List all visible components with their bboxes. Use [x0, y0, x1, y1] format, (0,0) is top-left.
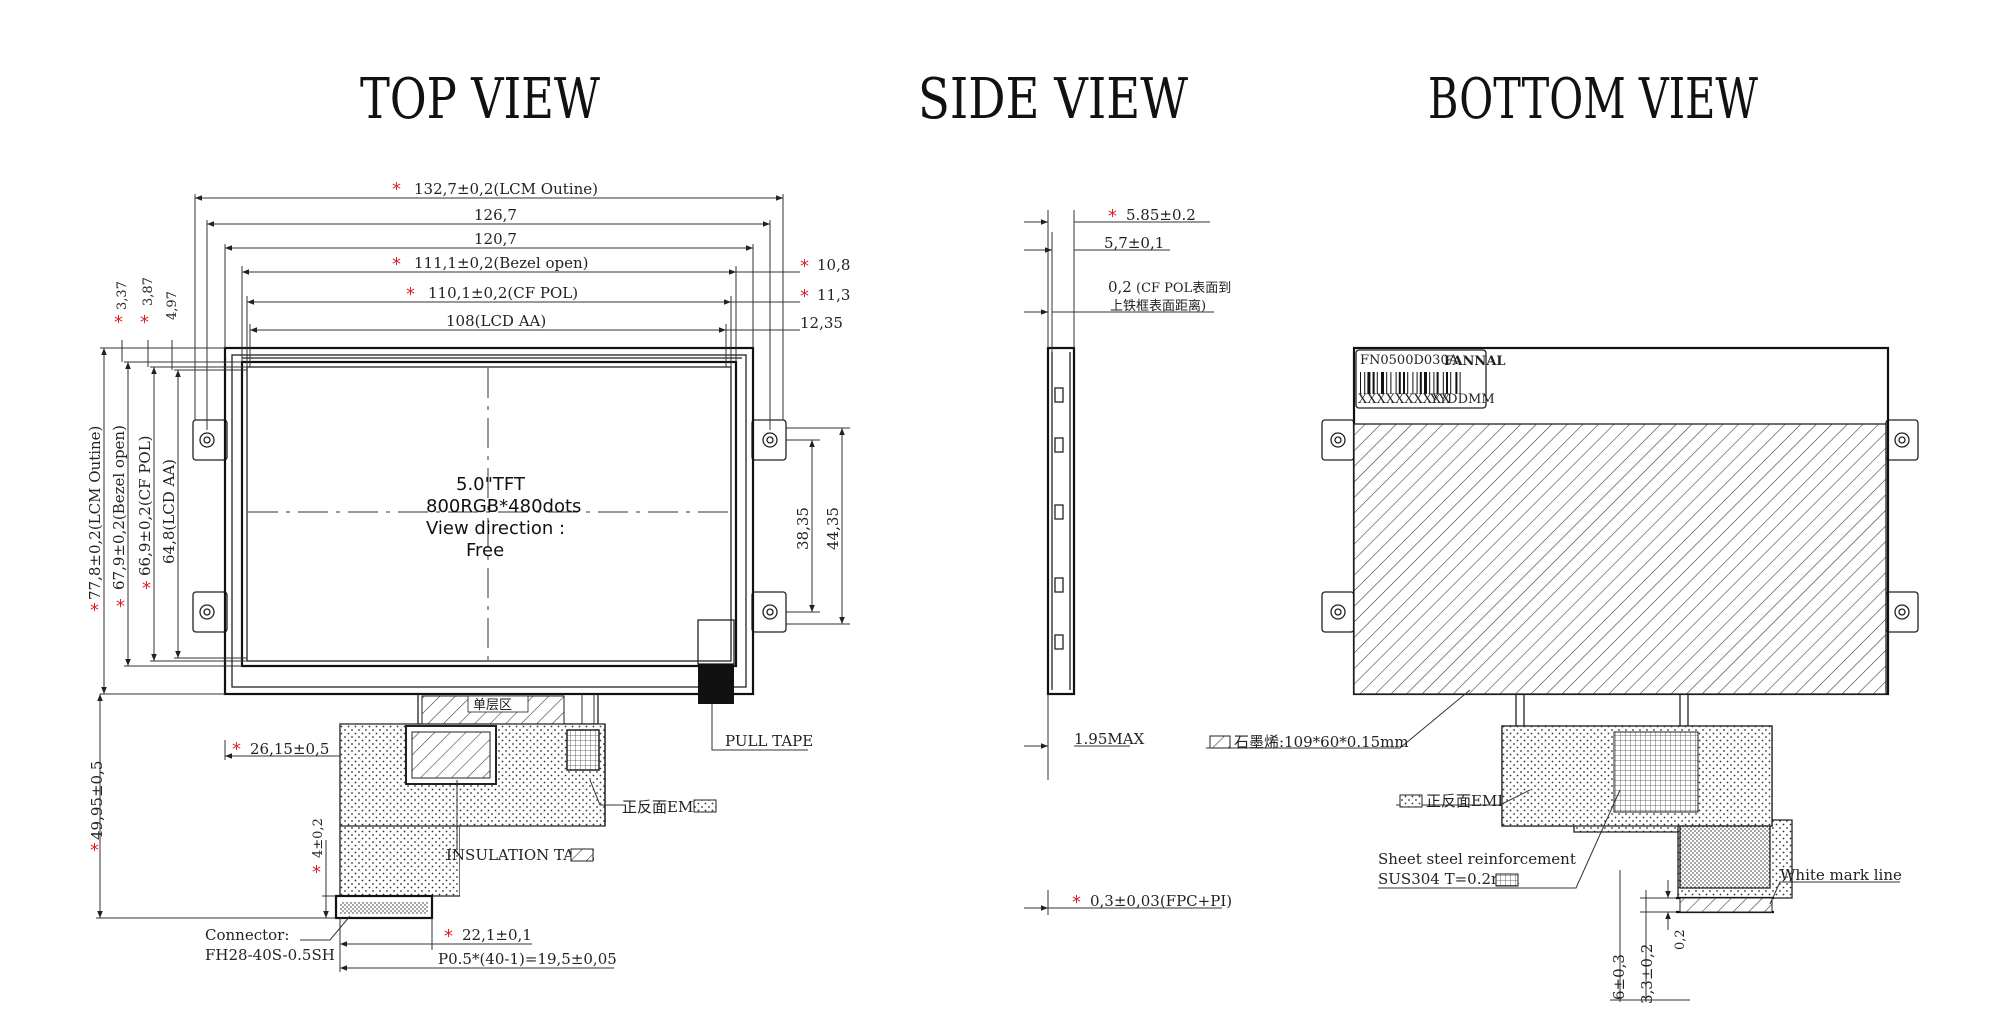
svg-text:*: *: [392, 179, 401, 200]
svg-text:*: *: [800, 256, 809, 277]
label-date: YYDDMM: [1429, 392, 1495, 407]
dim-lcd-aa-height: 64,8(LCD AA): [160, 459, 178, 564]
dim-bezel-height: 67,9±0,2(Bezel open): [110, 425, 128, 590]
pull-tape-label: PULL TAPE: [725, 732, 813, 750]
svg-text:*: *: [140, 312, 149, 333]
dim-126-7: 126,7: [474, 206, 517, 224]
dim-3-37: 3,37: [115, 281, 130, 310]
dim-44-35: 44,35: [824, 507, 842, 550]
svg-text:*: *: [800, 286, 809, 307]
panel-resolution-text: 800RGB*480dots: [426, 496, 581, 517]
dim-120-7: 120,7: [474, 230, 517, 248]
top-view-title: TOP VIEW: [360, 67, 600, 132]
connector-model: FH28-40S-0.5SH: [205, 946, 335, 964]
bottom-view-title: BOTTOM VIEW: [1428, 67, 1758, 132]
dim-10-8: 10,8: [817, 256, 850, 274]
dim-22-1: 22,1±0,1: [462, 926, 532, 944]
dim-0-2-side: 0,2: [1108, 278, 1132, 296]
insulation-tape-label: INSULATION TAPE: [446, 846, 595, 864]
dim-0-2-note-2: 上铁框表面距离): [1110, 298, 1206, 314]
dim-outline-height: 77,8±0,2(LCM Outine): [86, 426, 104, 600]
svg-text:*: *: [232, 739, 241, 760]
dim-0-2-note-1: (CF POL表面到: [1136, 281, 1231, 296]
svg-text:*: *: [1108, 206, 1117, 227]
svg-text:*: *: [1072, 892, 1081, 913]
svg-text:*: *: [444, 926, 453, 947]
svg-text:*: *: [392, 254, 401, 275]
dim-12-35: 12,35: [800, 314, 843, 332]
steel-reinforcement-label: Sheet steel reinforcement: [1378, 850, 1576, 868]
top-view: 5.0"TFT 800RGB*480dots View direction : …: [86, 179, 850, 972]
panel-view-free-text: Free: [466, 540, 504, 561]
dim-pitch: P0.5*(40-1)=19,5±0,05: [438, 950, 617, 968]
dim-4-02: 4±0,2: [311, 818, 326, 858]
dim-outline-width: 132,7±0,2(LCM Outine): [414, 180, 598, 198]
dim-3-87: 3,87: [141, 277, 156, 306]
dim-bezel-width: 111,1±0,2(Bezel open): [414, 254, 589, 272]
dim-11-3: 11,3: [817, 286, 850, 304]
emi-label: 正反面EMI: [622, 798, 699, 816]
panel-size-text: 5.0"TFT: [456, 474, 526, 495]
dim-49-95: 49,95±0,5: [88, 761, 106, 840]
label-model: FN0500D030A: [1360, 353, 1459, 368]
dim-26-15: 26,15±0,5: [250, 740, 329, 758]
dim-6-03: 6±0,3: [1610, 954, 1628, 1000]
dim-5-85: 5.85±0.2: [1126, 206, 1196, 224]
white-mark-line-label: White mark line: [1780, 866, 1902, 884]
dim-0-2-bottom: 0,2: [1673, 929, 1688, 950]
svg-text:*: *: [406, 284, 415, 305]
svg-text:*: *: [312, 862, 321, 883]
graphite-label: 石墨烯:109*60*0.15mm: [1234, 733, 1409, 751]
dim-5-7: 5,7±0,1: [1104, 234, 1164, 252]
side-view-title: SIDE VIEW: [918, 67, 1188, 132]
steel-spec-label: SUS304 T=0.2mm: [1378, 870, 1519, 888]
svg-text:*: *: [90, 840, 99, 861]
label-brand: FANNAL: [1444, 354, 1506, 369]
label-serial: XXXXXXXXXX: [1358, 392, 1451, 407]
single-layer-label: 单层区: [473, 698, 512, 713]
dim-38-35: 38,35: [794, 507, 812, 550]
dim-cf-pol-height: 66,9±0,2(CF POL): [136, 435, 154, 576]
panel-view-direction-text: View direction :: [426, 518, 565, 539]
bottom-view: FN0500D030A FANNAL XXXXXXXXXX YYDDMM 石墨烯…: [1206, 346, 1919, 1004]
dim-cf-pol-width: 110,1±0,2(CF POL): [428, 284, 578, 302]
side-view: * 5.85±0.2 5,7±0,1 0,2 (CF POL表面到 上铁框表面距…: [1024, 206, 1232, 915]
dim-lcd-aa-width: 108(LCD AA): [446, 312, 546, 330]
emi-label-bottom: 正反面EMI: [1426, 792, 1503, 810]
connector-label: Connector:: [205, 926, 289, 944]
dim-4-97: 4,97: [165, 291, 180, 320]
dim-3-3-02: 3,3±0,2: [1638, 944, 1656, 1004]
dim-1-95max: 1.95MAX: [1074, 730, 1145, 748]
dim-0-3-fpc: 0,3±0,03(FPC+PI): [1090, 892, 1232, 910]
barcode: [1360, 372, 1461, 394]
svg-text:*: *: [114, 312, 123, 333]
svg-text:*: *: [142, 578, 151, 599]
svg-text:*: *: [116, 596, 125, 617]
svg-text:*: *: [90, 600, 99, 621]
